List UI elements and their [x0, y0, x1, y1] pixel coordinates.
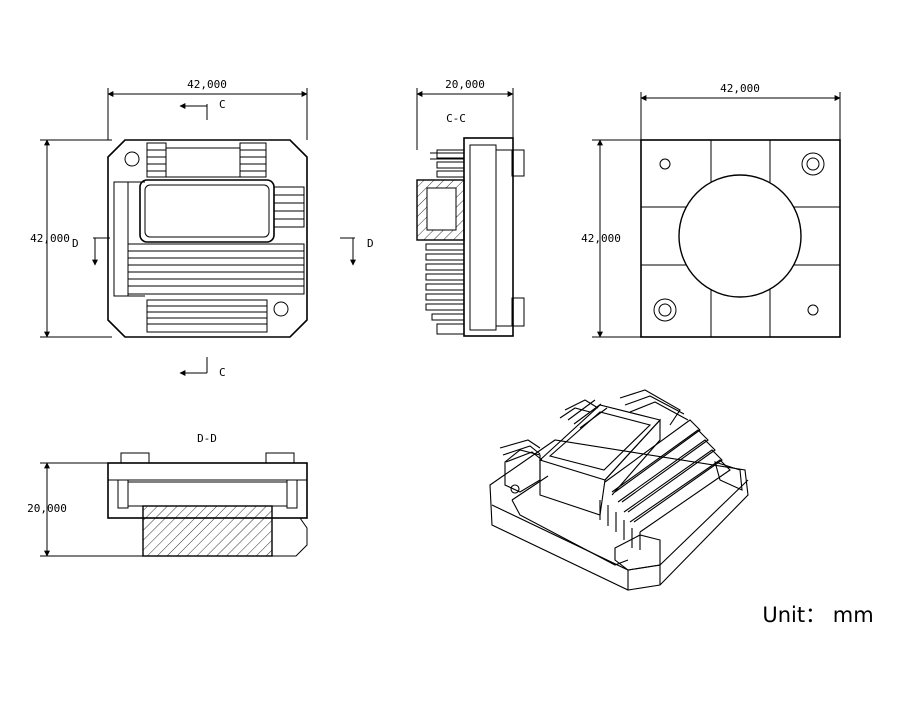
section-dd-view: D-D 20,000 — [27, 432, 308, 557]
section-height-dimension: 20,000 — [27, 462, 143, 557]
top-height-label: 42,000 — [30, 232, 70, 245]
top-view: 42,000 42,000 — [30, 78, 374, 379]
side-width-dimension: 20,000 — [416, 78, 514, 150]
section-d-left-label: D — [72, 237, 79, 250]
bottom-view: 42,000 42,000 — [581, 82, 841, 338]
isometric-view — [489, 389, 749, 591]
section-c-top-label: C — [219, 98, 226, 111]
section-cc-view: 20,000 C-C — [416, 78, 525, 337]
bottom-height-label: 42,000 — [581, 232, 621, 245]
unit-note: Unit： mm — [762, 603, 873, 627]
bottom-width-dimension: 42,000 — [640, 82, 841, 140]
bottom-height-dimension: 42,000 — [581, 139, 641, 338]
side-width-label: 20,000 — [445, 78, 485, 91]
section-d-left-marker: D — [72, 237, 110, 266]
section-c-top-marker: C — [179, 98, 226, 120]
section-cc-title: C-C — [446, 112, 466, 125]
section-dd-title: D-D — [197, 432, 217, 445]
top-width-label: 42,000 — [187, 78, 227, 91]
section-d-right-marker: D — [340, 237, 374, 266]
top-width-dimension: 42,000 — [107, 78, 308, 140]
section-d-right-label: D — [367, 237, 374, 250]
top-height-dimension: 42,000 — [30, 139, 112, 338]
section-height-label: 20,000 — [27, 502, 67, 515]
bottom-width-label: 42,000 — [720, 82, 760, 95]
section-c-bottom-label: C — [219, 366, 226, 379]
section-c-bottom-marker: C — [179, 357, 226, 379]
